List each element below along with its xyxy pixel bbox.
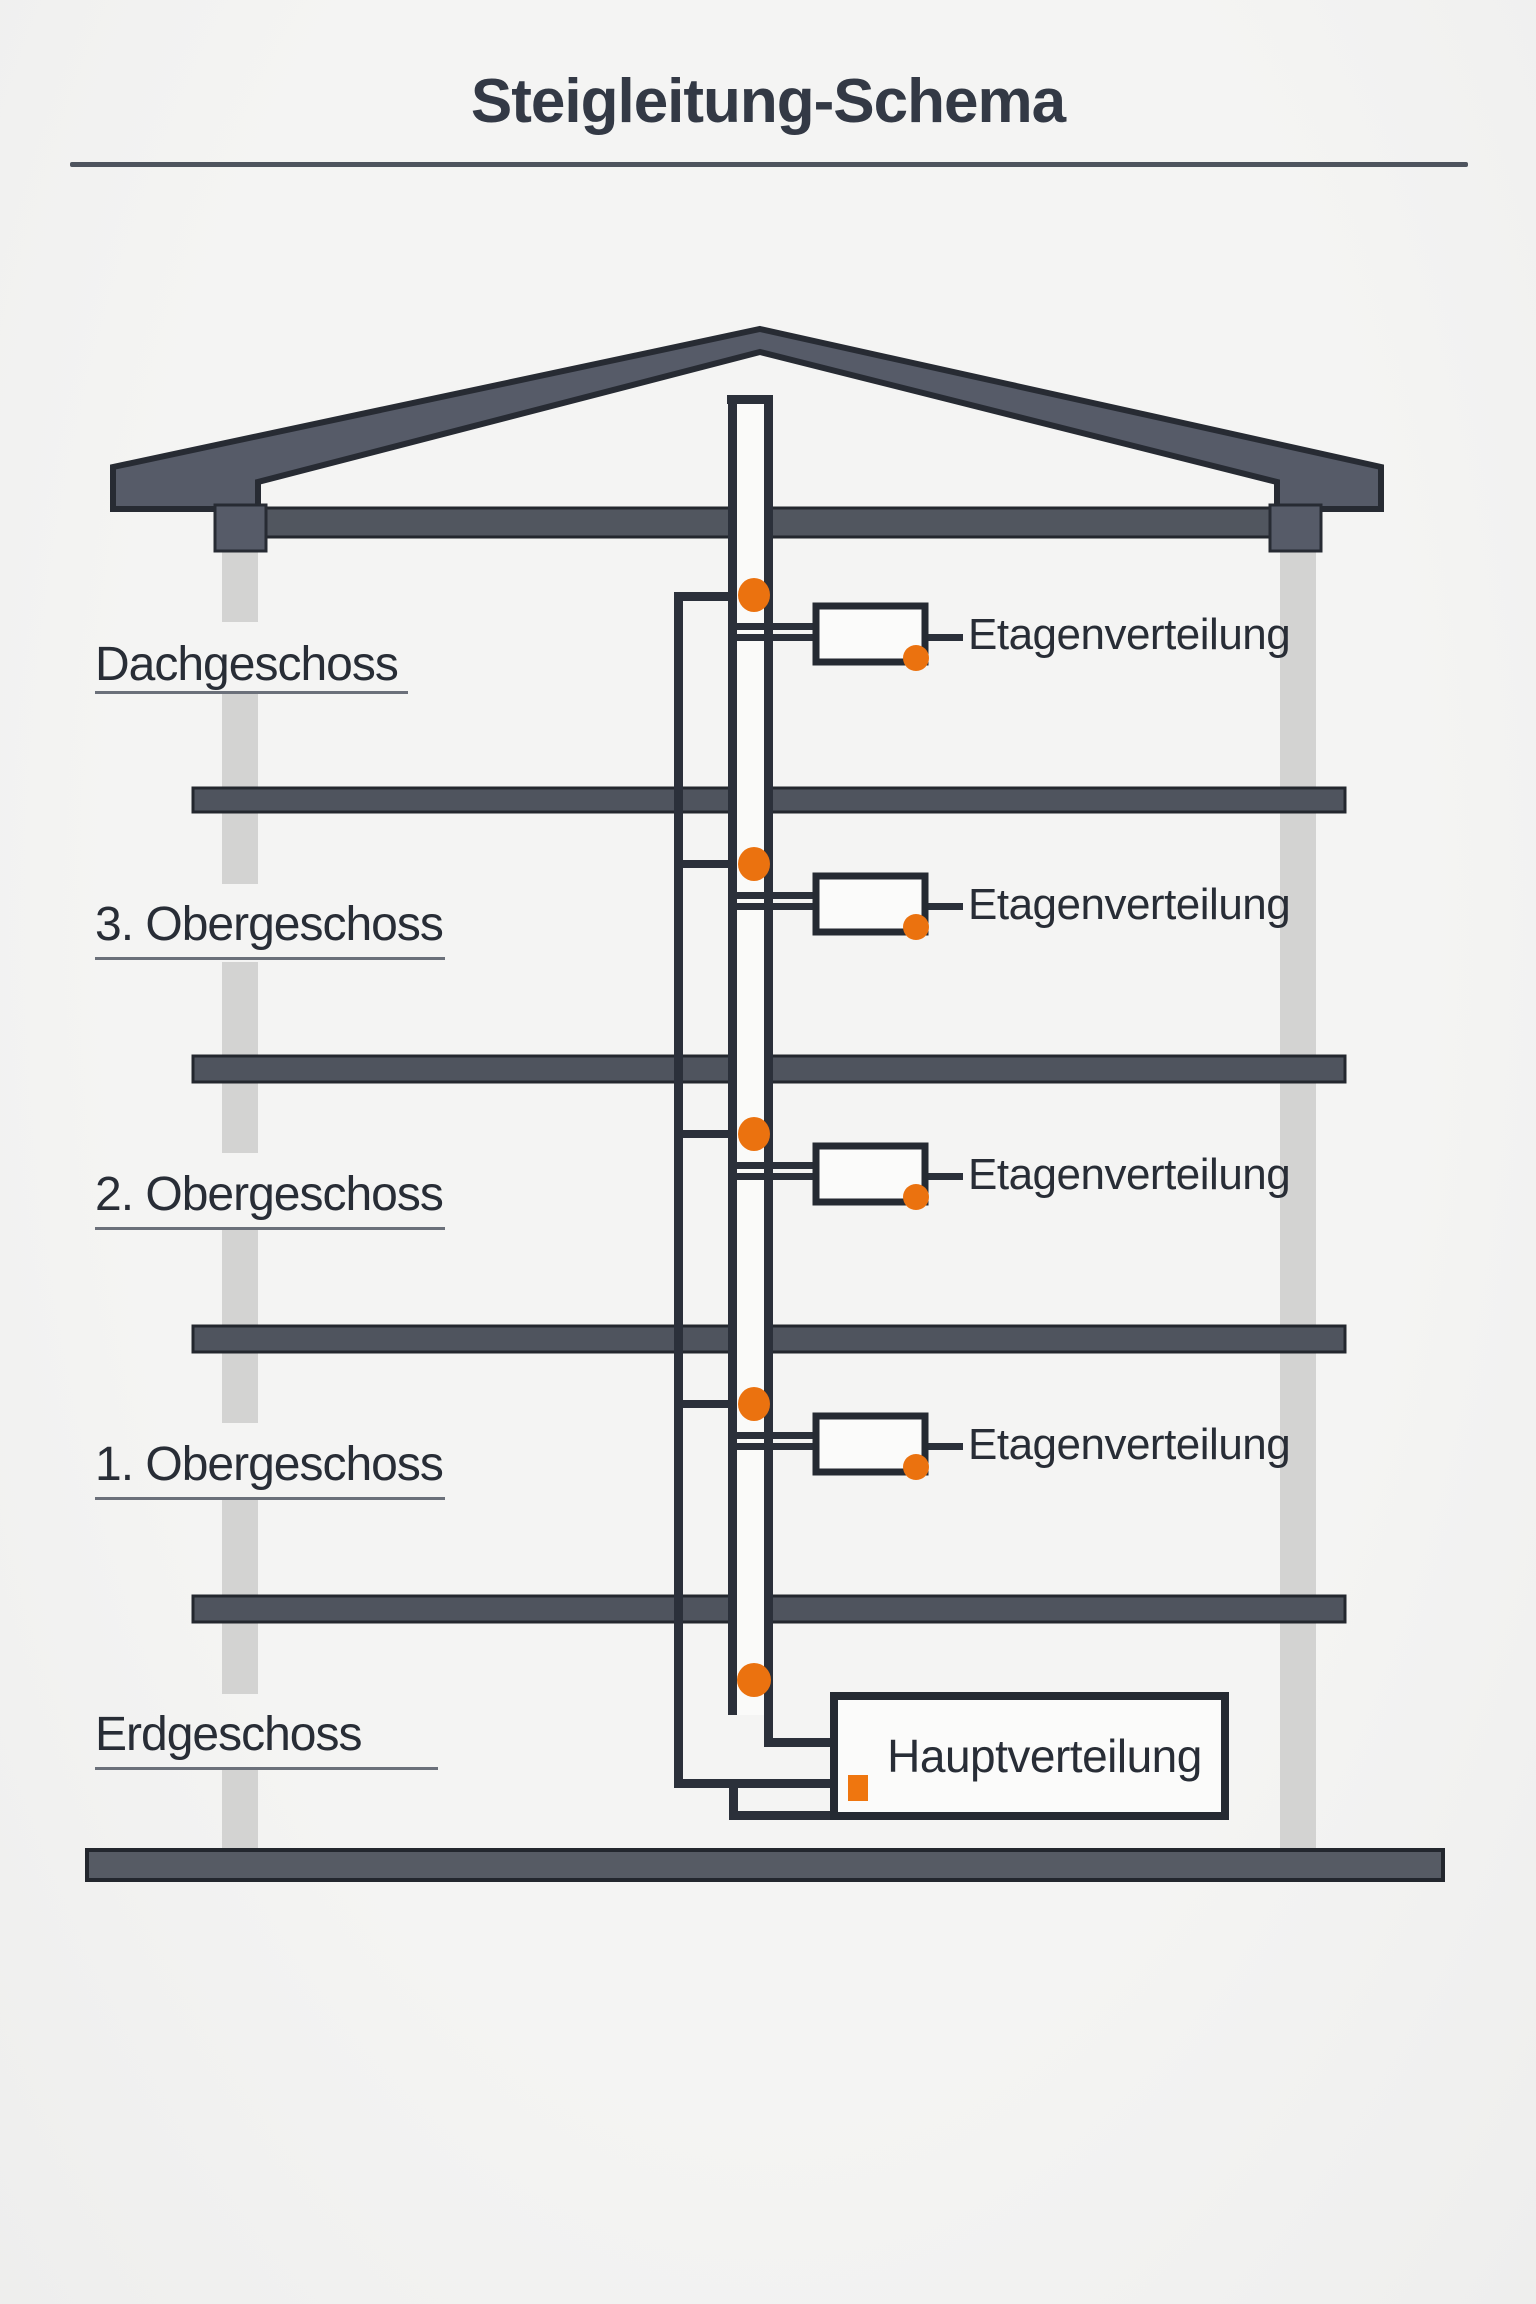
junction-dot-dg xyxy=(738,578,770,612)
junction-dot-1og xyxy=(738,1387,770,1421)
left-wall xyxy=(222,548,258,1850)
hauptverteilung-label: Hauptverteilung xyxy=(887,1730,1202,1782)
label-connector-lines xyxy=(925,634,963,1450)
floor-label-underline xyxy=(95,691,408,694)
right-wall xyxy=(1280,548,1316,1850)
etagenverteilung-label-dg: Etagenverteilung xyxy=(968,610,1291,659)
roof xyxy=(110,325,1384,512)
page-title: Steigleitung-Schema xyxy=(470,67,1066,136)
etagenverteilung-box-dg xyxy=(812,602,929,666)
floor-label-1-obergeschoss: 1. Obergeschoss xyxy=(95,1438,444,1491)
floor-label-3-obergeschoss: 3. Obergeschoss xyxy=(95,898,444,951)
riser-shaft xyxy=(727,395,840,1747)
title-divider xyxy=(70,162,1468,167)
junction-dot-eg xyxy=(737,1663,771,1697)
outlet-dot-dg xyxy=(903,645,929,671)
sub-branch-under-main-box xyxy=(729,1811,872,1820)
riser-junction-dots xyxy=(737,578,771,1697)
riser-pipe-elbow-to-main xyxy=(764,1738,840,1747)
branch-tap-1og xyxy=(676,1400,737,1408)
outlet-dot-1og xyxy=(903,1454,929,1480)
hauptverteilung-box xyxy=(830,1692,1229,1820)
branch-tap-2og xyxy=(676,1130,737,1138)
riser-shaft-left-edge xyxy=(728,395,737,1715)
etagenverteilung-label-2og: Etagenverteilung xyxy=(968,1150,1291,1199)
floor-label-underline xyxy=(95,1227,445,1230)
junction-dot-2og xyxy=(738,1117,770,1151)
floor-label-underline xyxy=(95,957,445,960)
roof-foot-left xyxy=(213,503,268,553)
roof-foot-right xyxy=(1268,503,1323,553)
floor-connection-lines xyxy=(734,623,820,1450)
etagenverteilung-label-3og: Etagenverteilung xyxy=(968,880,1291,929)
junction-dot-3og xyxy=(738,847,770,881)
outlet-dot-3og xyxy=(903,914,929,940)
floor-label-dachgeschoss: Dachgeschoss xyxy=(95,638,399,691)
riser-shaft-cap xyxy=(727,395,771,404)
box-outlet-dots xyxy=(903,645,929,1480)
branch-top-elbow xyxy=(674,592,737,601)
sub-branch-vertical xyxy=(729,1779,738,1820)
floor-label-2-obergeschoss: 2. Obergeschoss xyxy=(95,1168,444,1221)
floor-label-erdgeschoss: Erdgeschoss xyxy=(95,1708,362,1761)
etagenverteilung-label-1og: Etagenverteilung xyxy=(968,1420,1291,1469)
hauptverteilung-marker xyxy=(848,1775,868,1801)
branch-bottom-elbow-to-main xyxy=(674,1779,840,1788)
ground-slab xyxy=(85,1848,1445,1882)
floor-label-underline xyxy=(95,1767,438,1770)
riser-pipe-right xyxy=(764,395,773,1747)
branch-tap-3og xyxy=(676,860,737,868)
branch-feed-line xyxy=(674,592,872,1820)
outlet-dot-2og xyxy=(903,1184,929,1210)
floor-label-underline xyxy=(95,1497,445,1500)
